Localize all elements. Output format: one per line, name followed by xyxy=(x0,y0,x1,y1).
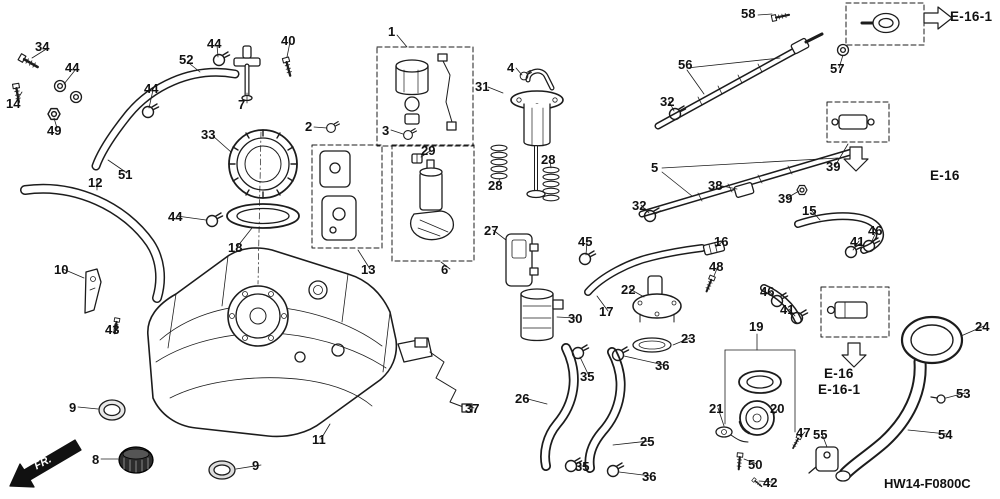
drain-nipple xyxy=(930,394,946,404)
diagram-code: HW14-F0800C xyxy=(884,476,971,491)
clip-part-29 xyxy=(411,153,423,164)
valve-gasket xyxy=(632,337,672,353)
wire-harness xyxy=(397,337,473,413)
fuel-filter-unit xyxy=(520,288,564,342)
lock-ring xyxy=(228,129,298,199)
packing-ring xyxy=(226,203,300,229)
fuel-tank-shape xyxy=(147,131,398,438)
assembly-dashed-boxes xyxy=(311,2,925,338)
fuel-joint-part xyxy=(233,45,261,102)
rubber-plug xyxy=(98,399,126,421)
bracket-parts xyxy=(319,150,357,241)
pipe-fittings xyxy=(702,12,900,319)
neck-bracket xyxy=(808,446,839,474)
section-ref-arrows xyxy=(841,6,953,368)
fuel-pump-unit xyxy=(409,159,455,241)
filler-neck-ring xyxy=(900,315,964,365)
valve-assembly xyxy=(632,275,682,323)
rubber-plug xyxy=(208,460,236,480)
fuel-gauge-sender-unit xyxy=(510,68,564,199)
pump-bracket xyxy=(505,233,539,287)
drain-cap xyxy=(118,446,154,474)
pump-head-parts xyxy=(395,53,457,131)
leader-lines xyxy=(16,13,985,483)
front-direction-arrow xyxy=(9,439,82,488)
filler-cap-group xyxy=(715,370,782,443)
tank-band-bracket xyxy=(84,268,102,314)
